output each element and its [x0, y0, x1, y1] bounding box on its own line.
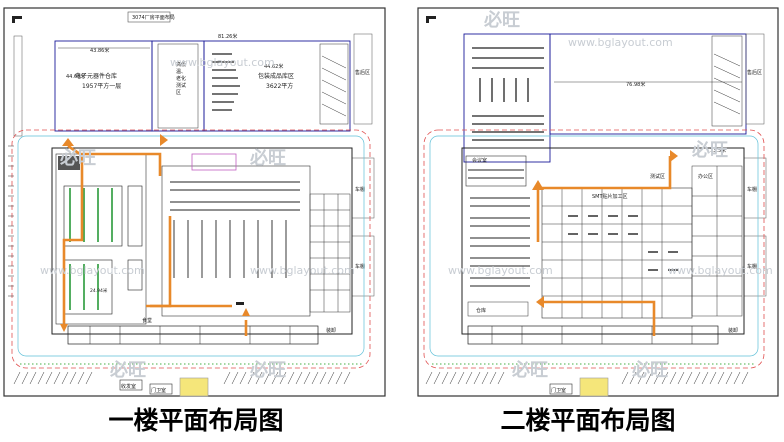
floor1-plan: 3074厂房平面布局 电子元器件仓库 1957平方一层 43.86米 44.63…	[0, 6, 392, 401]
gate-room-label-2: 门卫室	[551, 387, 566, 394]
floor1-drawing: 3074厂房平面布局 电子元器件仓库 1957平方一层 43.86米 44.63…	[3, 7, 386, 397]
flow-path	[62, 144, 248, 336]
assembly-grid	[542, 188, 692, 318]
watermark-brand-2: 必旺	[249, 147, 286, 169]
road-loop-2	[423, 129, 765, 369]
flow-path-2	[536, 156, 672, 336]
warehouse-left-area: 1957平方一层	[82, 82, 121, 90]
dim-left-depth: 44.63米	[66, 73, 85, 80]
stair-hatch	[321, 55, 347, 117]
dim-total-width-2: 76.98米	[626, 81, 645, 88]
office-label-2: 办公区	[698, 173, 713, 180]
legend-symbol	[12, 16, 22, 19]
main-building	[51, 147, 353, 335]
top-label: 3074厂房平面布局	[132, 14, 175, 21]
assembly-label: SMT贴片加工区	[592, 193, 628, 200]
side-label-right-mid-2: 车棚	[747, 186, 757, 193]
dim-small-width: 13.5米	[710, 147, 726, 154]
office-block	[463, 33, 551, 163]
side-label-right-mid: 车棚	[355, 186, 365, 193]
watermark-brand-8: 必旺	[631, 359, 668, 381]
green-racks	[69, 188, 113, 310]
side-label-right-top: 售后区	[355, 69, 370, 76]
watermark-brand-7: 必旺	[511, 359, 548, 381]
warehouse-right-label: 包装成品库区	[258, 72, 294, 80]
parking-bottom	[13, 371, 351, 385]
floor2-caption: 二楼平面布局图	[500, 406, 676, 435]
side-label-right-door: 装卸	[326, 327, 336, 334]
left-racks-2	[470, 197, 530, 287]
test-zone-label: 高低温、老化测试区	[176, 61, 186, 96]
main-building-2	[461, 147, 745, 335]
side-label-left-bot: 食堂	[142, 317, 152, 324]
side-label-right-bot: 车棚	[355, 263, 365, 270]
test-racks	[212, 53, 240, 111]
parking-bottom-2	[425, 371, 749, 385]
workbenches	[568, 215, 678, 271]
floor2-plan: 76.98米 售后区 车棚 车棚 会议室 SMT贴片加工区	[392, 6, 784, 401]
storage-grid	[309, 193, 351, 313]
flow-arrowheads	[60, 134, 250, 332]
watermark-brand-5: 必旺	[483, 9, 520, 31]
test-label-2: 测试区	[650, 173, 665, 180]
road-loop	[11, 129, 371, 369]
dim-left-width: 43.86米	[90, 47, 109, 54]
parking-left	[8, 145, 14, 297]
watermark-5: www.bglayout.com	[448, 264, 553, 277]
watermark-4: www.bglayout.com	[568, 36, 673, 49]
guard-room-label: 收发室	[121, 383, 136, 390]
assembly-zone	[541, 187, 693, 319]
floor2-frame	[417, 7, 779, 397]
watermark-brand-3: 必旺	[109, 359, 146, 381]
side-label-right-door-2: 装卸	[728, 327, 738, 334]
gate-room-label: 门卫室	[151, 387, 166, 394]
floor2-drawing: 76.98米 售后区 车棚 车棚 会议室 SMT贴片加工区	[417, 7, 779, 397]
watermark-1: www.bglayout.com	[170, 56, 275, 69]
flow-arrowheads-2	[532, 150, 678, 308]
watermark-6: www.bglayout.com	[668, 264, 773, 277]
watermark-brand-1: 必旺	[59, 147, 96, 169]
watermark-brand-6: 必旺	[691, 139, 728, 161]
warehouse-label-2: 仓库	[476, 307, 486, 314]
warehouse-right-area: 3622平方	[266, 82, 293, 90]
dim-right-depth: 44.62米	[264, 63, 283, 70]
right-grid-2	[692, 166, 742, 316]
dim-inner-width: 24.94米	[90, 287, 108, 294]
warehouse-left-label: 电子元器件仓库	[75, 72, 117, 80]
side-label-right-bot-2: 车棚	[747, 263, 757, 270]
gate-2	[579, 377, 609, 397]
desk-rows	[472, 47, 544, 141]
dim-total-width: 81.26米	[218, 33, 237, 40]
warehouse-right	[203, 40, 351, 132]
floor1-caption: 一楼平面布局图	[108, 406, 284, 435]
watermark-brand-4: 必旺	[249, 359, 286, 381]
gate	[179, 377, 209, 397]
watermark-3: www.bglayout.com	[250, 264, 355, 277]
stair-hatch-2	[713, 53, 741, 115]
side-label-right-top-2: 售后区	[747, 69, 762, 76]
rack-rows	[170, 181, 300, 278]
meeting-label: 会议室	[472, 157, 487, 164]
watermark-2: www.bglayout.com	[40, 264, 145, 277]
